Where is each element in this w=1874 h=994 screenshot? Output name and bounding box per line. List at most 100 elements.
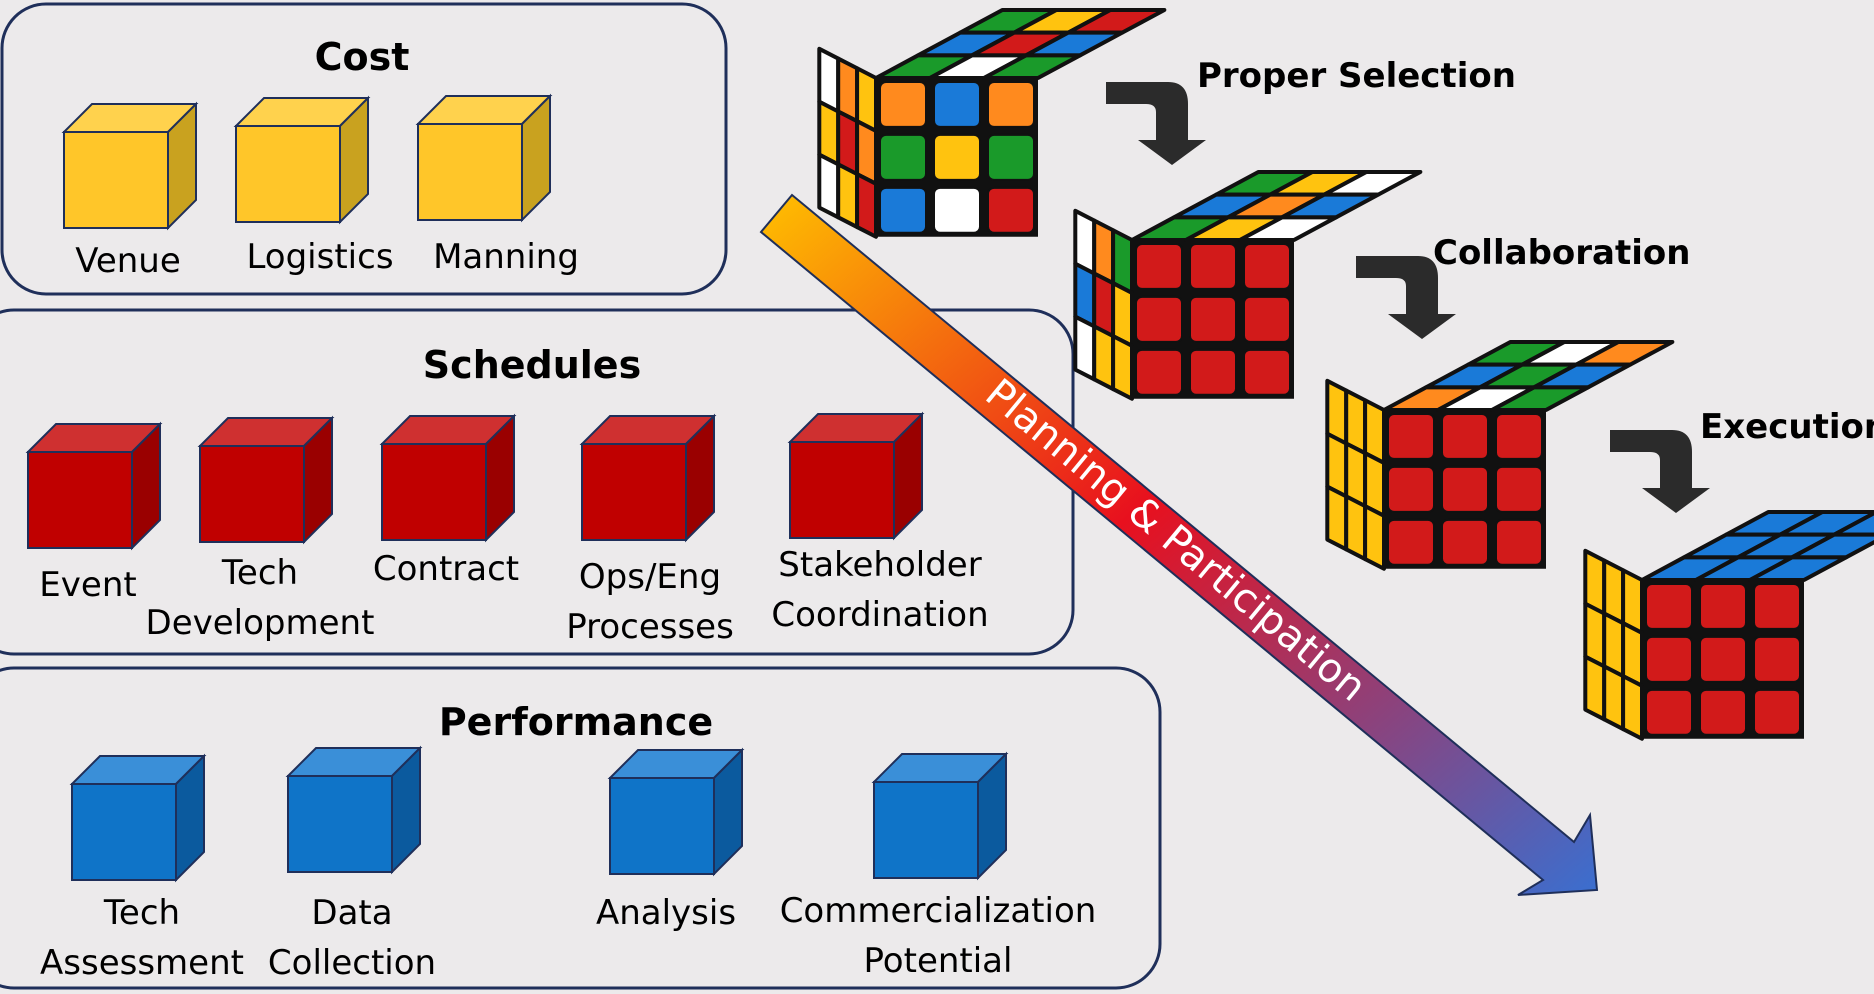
sticker (1189, 243, 1237, 290)
panel-cost-title: Cost (315, 35, 410, 79)
sticker (1238, 215, 1339, 242)
item-label: Data (311, 893, 392, 933)
sticker (855, 172, 878, 239)
sticker (879, 133, 927, 181)
sticker (1699, 688, 1747, 736)
sticker (1344, 494, 1368, 562)
cube-front-face (287, 775, 393, 873)
sticker (1753, 583, 1801, 630)
stage-arrows (1106, 82, 1710, 513)
planning-arrow-shape (759, 193, 1599, 896)
rubiks-cube-0 (817, 7, 1167, 239)
stage-label-proper-selection: Proper Selection (1197, 56, 1516, 96)
sticker (1441, 518, 1489, 566)
item-label: Manning (433, 237, 579, 277)
sticker (933, 81, 981, 128)
panel-schedules-title: Schedules (423, 343, 641, 387)
sticker (1490, 385, 1591, 412)
item-cube-2-2 (607, 747, 745, 877)
sticker (1135, 348, 1183, 396)
panel-performance: Performance TechAssessmentDataCollection… (0, 666, 1162, 990)
rubiks-cube-3 (1583, 509, 1874, 741)
sticker (1243, 243, 1291, 290)
cube-front-face (199, 445, 305, 543)
sticker (1092, 324, 1116, 392)
cube-front-face (381, 443, 487, 541)
stage-arrow-3-icon (1610, 430, 1710, 513)
sticker (1645, 583, 1693, 630)
item-label: Assessment (40, 943, 244, 983)
sticker (1645, 688, 1693, 736)
item-label: Development (146, 603, 375, 643)
item-label: Event (39, 565, 136, 605)
item-cube-0-0 (61, 101, 199, 231)
cube-front-face (63, 131, 169, 229)
sticker (987, 133, 1035, 181)
item-cube-1-2 (379, 413, 517, 543)
item-cube-1-4 (787, 411, 925, 541)
sticker (1363, 504, 1386, 571)
item-label: Commercialization (780, 891, 1097, 931)
sticker (982, 53, 1083, 80)
stage-label-collaboration: Collaboration (1433, 233, 1690, 273)
sticker (1073, 314, 1097, 382)
sticker (1189, 295, 1237, 343)
sticker (1135, 295, 1183, 343)
sticker (1753, 635, 1801, 683)
panel-performance-border (0, 666, 1162, 990)
sticker (1621, 674, 1644, 741)
stage-label-execution: Execution (1700, 407, 1874, 447)
sticker (1243, 348, 1291, 396)
item-label: Stakeholder (778, 545, 981, 585)
sticker (1699, 635, 1747, 683)
sticker (1325, 484, 1349, 552)
sticker (1189, 348, 1237, 396)
item-label: Venue (75, 241, 181, 281)
cube-front-face (789, 441, 895, 539)
item-label: Ops/Eng (579, 557, 721, 597)
sticker (987, 81, 1035, 128)
item-cube-0-2 (415, 93, 553, 223)
panel-performance-title: Performance (439, 700, 713, 744)
stage-arrow-2-icon (1356, 256, 1456, 339)
sticker (879, 81, 927, 128)
sticker (1583, 654, 1607, 722)
cube-front-face (581, 443, 687, 541)
item-label: Processes (566, 607, 734, 647)
cube-front-face (235, 125, 341, 223)
item-cube-2-1 (285, 745, 423, 875)
item-label: Tech (103, 893, 180, 933)
item-label: Coordination (771, 595, 988, 635)
item-label: Contract (373, 549, 519, 589)
sticker (933, 133, 981, 181)
item-label: Tech (221, 553, 298, 593)
sticker (817, 152, 841, 220)
sticker (1602, 664, 1626, 732)
planning-arrow-label: Planning & Participation (977, 370, 1375, 711)
panel-cost-cubes: Venue Logistics Manning (61, 93, 579, 281)
sticker (1387, 465, 1435, 513)
sticker (1387, 413, 1435, 460)
sticker (1111, 334, 1134, 401)
sticker (1387, 518, 1435, 566)
sticker (933, 186, 981, 234)
item-cube-1-3 (579, 413, 717, 543)
item-label: Potential (864, 941, 1013, 981)
item-cube-0-1 (233, 95, 371, 225)
sticker (1495, 413, 1543, 460)
sticker (1748, 555, 1849, 582)
cube-front-face (71, 783, 177, 881)
item-cube-2-0 (69, 753, 207, 883)
cube-front-face (27, 451, 133, 549)
item-cube-1-0 (25, 421, 163, 551)
item-label: Analysis (596, 893, 736, 933)
cube-front-face (417, 123, 523, 221)
cube-front-face (873, 781, 979, 879)
panel-cost-border (0, 2, 728, 296)
item-label: Logistics (246, 237, 393, 277)
sticker (987, 186, 1035, 234)
sticker (1243, 295, 1291, 343)
